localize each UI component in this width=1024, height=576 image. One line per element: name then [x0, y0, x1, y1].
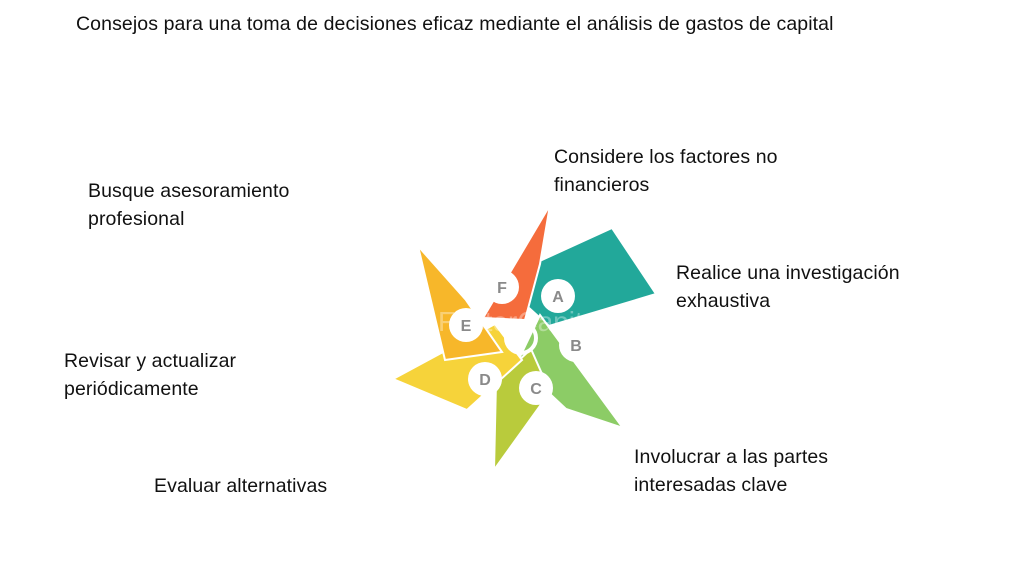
- node-b-letter: B: [570, 338, 582, 355]
- node-a-letter: A: [552, 289, 564, 306]
- label-line: Revisar y actualizar: [64, 350, 237, 372]
- blade-b: [515, 313, 626, 430]
- label-line: interesadas clave: [634, 474, 788, 496]
- node-e-letter: E: [461, 318, 472, 335]
- label-line: financieros: [554, 174, 650, 196]
- label-line: Realice una investigación: [676, 262, 900, 284]
- blade-e: [417, 245, 504, 362]
- node-e: E: [449, 308, 483, 342]
- center-ring: [504, 321, 538, 355]
- node-f-letter: F: [497, 280, 507, 297]
- node-b: B: [559, 328, 593, 362]
- label-considere-factores: Considere los factores no financieros: [554, 143, 778, 199]
- label-investigacion: Realice una investigación exhaustiva: [676, 259, 900, 315]
- label-line: profesional: [88, 208, 185, 230]
- node-c-letter: C: [530, 381, 542, 398]
- node-a: A: [541, 279, 575, 313]
- node-c: C: [519, 371, 553, 405]
- blade-a: [496, 226, 658, 328]
- node-d-letter: D: [479, 372, 491, 389]
- diagram-title: Consejos para una toma de decisiones efi…: [76, 13, 834, 35]
- node-f: F: [485, 270, 519, 304]
- label-line: Busque asesoramiento: [88, 180, 290, 202]
- label-line: periódicamente: [64, 378, 199, 400]
- label-line: Considere los factores no: [554, 146, 778, 168]
- label-asesoramiento: Busque asesoramiento profesional: [88, 177, 289, 233]
- label-line: Evaluar alternativas: [154, 475, 328, 497]
- label-evaluar: Evaluar alternativas: [154, 472, 327, 500]
- node-d: D: [468, 362, 502, 396]
- label-line: exhaustiva: [676, 290, 771, 312]
- label-line: Involucrar a las partes: [634, 446, 829, 468]
- label-involucrar: Involucrar a las partes interesadas clav…: [634, 443, 828, 499]
- label-revisar: Revisar y actualizar periódicamente: [64, 347, 236, 403]
